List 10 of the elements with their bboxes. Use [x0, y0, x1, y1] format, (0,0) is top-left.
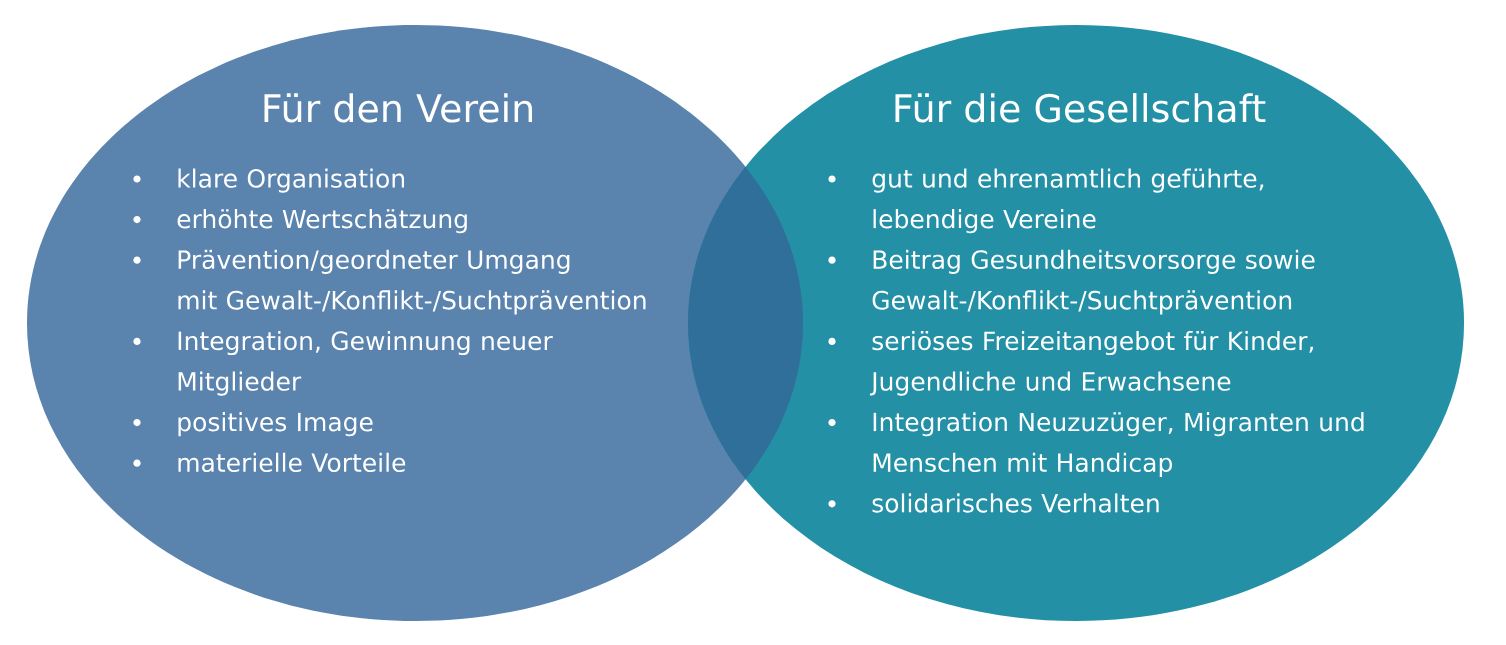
heading: Für die Gesellschaft: [895, 93, 1266, 123]
list-item: Prävention/geordneter Umgang mit Gewalt-/Konflikt-/Suchtprävention: [178, 249, 646, 315]
list-item: materielle Vorteile: [178, 452, 406, 473]
list-item: erhöhte Wertschätzung: [177, 209, 467, 234]
list-item: solidarisches Verhalten: [872, 493, 1159, 513]
list-item: positives Image: [178, 412, 373, 437]
list-item: gut und ehrenamtlich geführte, lebendige Vereine: [872, 168, 1264, 234]
list-item: seriöses Freizeitangebot für Kinder, Jugendliche und Erwachsene: [869, 330, 1313, 396]
list-item: klare Organisation: [178, 168, 405, 193]
heading: Für den Verein: [264, 93, 532, 123]
